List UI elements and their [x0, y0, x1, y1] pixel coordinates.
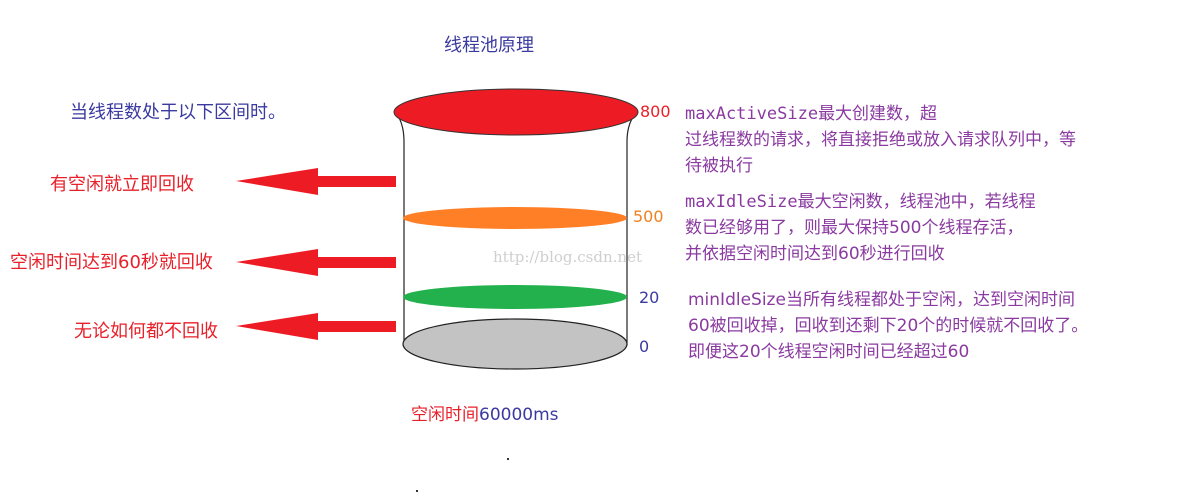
max-idle-line1: 最大空闲数，线程池中，若线程	[797, 192, 1036, 212]
max-active-line3: 待被执行	[685, 156, 753, 176]
bottom-ellipse	[402, 318, 628, 370]
stray-dot	[507, 458, 509, 460]
min-idle-line3: 即便这20个线程空闲时间已经超过60	[688, 342, 970, 362]
watermark: http://blog.csdn.net	[493, 248, 642, 266]
label-60s-reclaim: 空闲时间达到60秒就回收	[10, 252, 213, 273]
max-idle-line2: 数已经够用了，则最大保持500个线程存活，	[685, 218, 1024, 238]
max-idle-ellipse	[403, 207, 627, 229]
label-never-reclaim: 无论如何都不回收	[74, 321, 218, 342]
arrow-60s	[236, 249, 396, 276]
idle-timeout-label: 空闲时间	[411, 405, 479, 425]
arrow-never	[236, 313, 396, 340]
max-active-line2: 过线程数的请求，将直接拒绝或放入请求队列中，等	[685, 130, 1076, 150]
max-active-description: maxActiveSize最大创建数，超 过线程数的请求，将直接拒绝或放入请求队…	[685, 101, 1076, 179]
cylinder-left-wall	[394, 111, 405, 345]
label-immediate-reclaim: 有空闲就立即回收	[50, 174, 194, 195]
min-idle-ellipse	[403, 285, 627, 309]
min-idle-description: minIdleSize当所有线程都处于空闲，达到空闲时间 60被回收掉，回收到还…	[688, 287, 1088, 365]
level-20: 20	[639, 288, 660, 307]
max-active-line1: 最大创建数，超	[818, 104, 938, 124]
max-idle-description: maxIdleSize最大空闲数，线程池中，若线程 数已经够用了，则最大保持50…	[685, 189, 1036, 267]
stray-dot	[416, 490, 418, 492]
max-idle-line3: 并依据空闲时间达到60秒进行回收	[685, 244, 945, 264]
arrow-immediate	[236, 168, 396, 195]
level-500: 500	[633, 207, 664, 226]
diagram-title: 线程池原理	[444, 35, 534, 56]
idle-timeout-value: 60000ms	[479, 405, 559, 425]
idle-timeout: 空闲时间60000ms	[411, 400, 559, 425]
cylinder-right-wall	[626, 111, 638, 345]
level-800: 800	[640, 102, 671, 121]
min-idle-line1: minIdleSize当所有线程都处于空闲，达到空闲时间	[688, 290, 1075, 310]
max-idle-code: maxIdleSize	[685, 192, 798, 212]
question-text: 当线程数处于以下区间时。	[70, 102, 286, 123]
min-idle-line2: 60被回收掉，回收到还剩下20个的时候就不回收了。	[688, 316, 1089, 336]
level-0: 0	[639, 337, 650, 356]
top-ellipse	[393, 88, 639, 136]
max-active-code: maxActiveSize	[685, 104, 819, 124]
